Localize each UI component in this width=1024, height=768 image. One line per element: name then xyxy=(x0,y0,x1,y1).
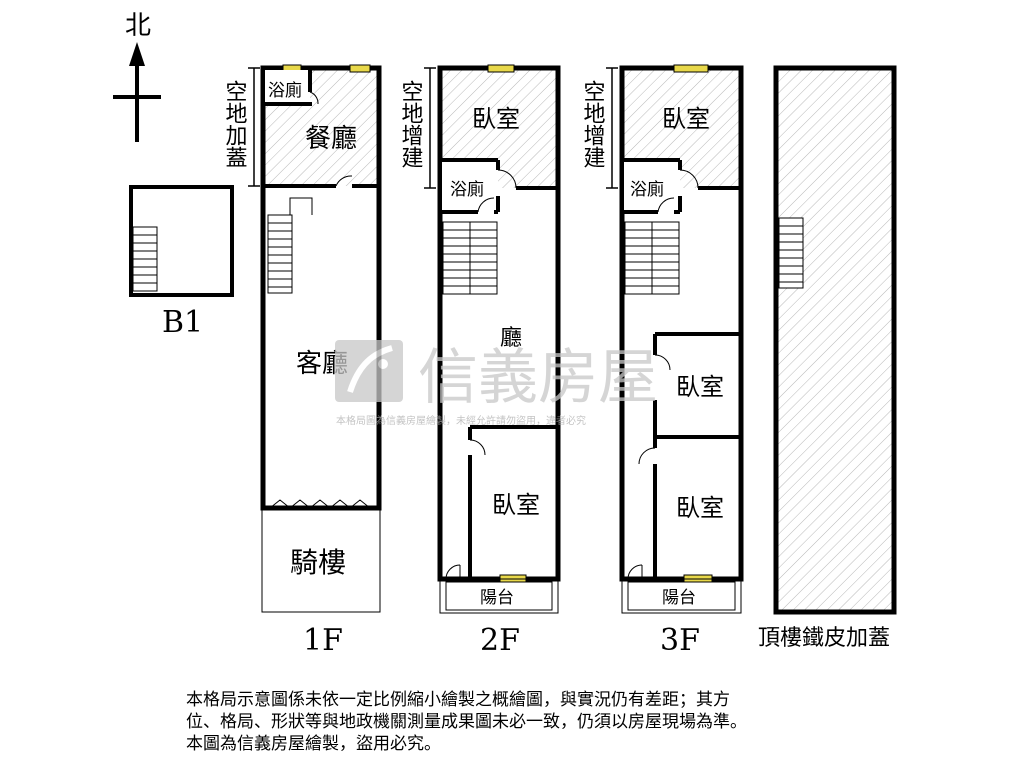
3f-bedroom-mid-label: 臥室 xyxy=(676,373,724,401)
floor-1f: 空地加蓋 浴廁 餐廳 客廳 xyxy=(222,64,382,658)
floor-roof: 頂樓鐵皮加蓋 xyxy=(758,65,897,651)
watermark-notice: 本格局圖為信義房屋繪製，未經允許請勿盜用，違者必究 xyxy=(336,414,586,427)
disclaimer-line-2: 位、格局、形狀等與地政機關測量成果圖未必一致，仍須以房屋現場為準。 xyxy=(186,712,747,732)
3f-stairs xyxy=(624,221,680,295)
2f-bedroom-label: 臥室 xyxy=(492,491,540,519)
1f-label: 1F xyxy=(303,623,343,658)
floor-2f: 空地增建 臥室 浴廁 廳 xyxy=(398,64,561,658)
1f-bath-label: 浴廁 xyxy=(268,80,302,101)
brand-logo-icon xyxy=(335,340,403,402)
1f-dining-label: 餐廳 xyxy=(305,124,357,154)
1f-bathroom xyxy=(265,70,310,104)
roof-stairs xyxy=(778,217,804,289)
2f-label: 2F xyxy=(480,623,520,658)
1f-stairs xyxy=(267,197,313,294)
disclaimer: 本格局示意圖係未依一定比例縮小繪製之概繪圖，與實況仍有差距；其方 位、格局、形狀… xyxy=(186,689,906,755)
3f-balcony xyxy=(621,578,742,614)
1f-arcade xyxy=(261,507,381,613)
1f-side-note: 空地加蓋 xyxy=(222,80,248,168)
2f-balcony-label: 陽台 xyxy=(480,588,514,608)
3f-bedroom-top-label: 臥室 xyxy=(662,105,710,133)
b1-stairs xyxy=(132,226,158,292)
1f-arcade-label: 騎樓 xyxy=(290,546,346,579)
watermark-brand: 信義房屋 xyxy=(418,343,658,413)
2f-window-top xyxy=(487,64,515,73)
2f-stairs xyxy=(442,221,498,295)
compass-north-label: 北 xyxy=(125,11,151,41)
2f-balcony xyxy=(439,578,559,614)
3f-bath-label: 浴廁 xyxy=(630,179,664,200)
disclaimer-line-3: 本圖為信義房屋繪製，盜用必究。 xyxy=(186,734,441,754)
3f-window-top xyxy=(673,64,709,73)
3f-label: 3F xyxy=(660,623,700,658)
floor-b1: B1 xyxy=(129,185,234,340)
2f-bath-label: 浴廁 xyxy=(450,179,484,200)
3f-bathroom xyxy=(624,160,680,212)
1f-window-2 xyxy=(349,64,371,73)
2f-bathroom xyxy=(442,160,498,212)
disclaimer-line-1: 本格局示意圖係未依一定比例縮小繪製之概繪圖，與實況仍有差距；其方 xyxy=(186,690,730,710)
roof-label: 頂樓鐵皮加蓋 xyxy=(758,626,890,651)
floor-3f: 空地增建 臥室 浴廁 xyxy=(580,64,744,658)
2f-bedroom-top-label: 臥室 xyxy=(472,105,520,133)
3f-side-note: 空地增建 xyxy=(580,80,606,168)
b1-outline xyxy=(129,185,234,297)
1f-folding-door xyxy=(269,499,371,509)
compass: 北 xyxy=(113,11,161,142)
roof-outline xyxy=(773,65,897,615)
compass-arrow-icon xyxy=(129,42,145,66)
roof-hatch xyxy=(776,68,894,612)
3f-bedroom-low-label: 臥室 xyxy=(676,494,724,522)
3f-balcony-label: 陽台 xyxy=(662,588,696,608)
2f-side-note: 空地增建 xyxy=(398,80,424,168)
2f-hall-label: 廳 xyxy=(500,326,522,351)
b1-label: B1 xyxy=(162,305,203,340)
watermark: 信義房屋 本格局圖為信義房屋繪製，未經允許請勿盜用，違者必究 xyxy=(335,340,658,427)
